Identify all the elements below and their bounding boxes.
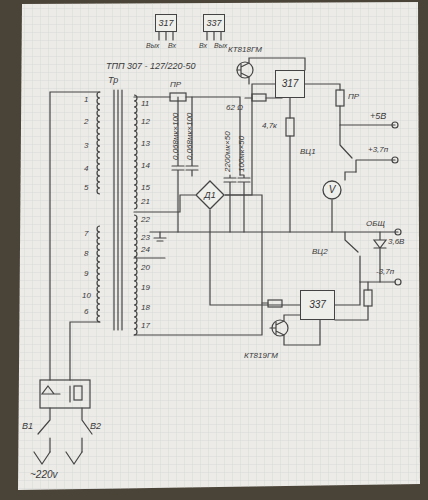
pin-number: 23 xyxy=(141,234,150,242)
part-label: ВЦ1 xyxy=(300,148,316,156)
pin-number: 8 xyxy=(84,250,88,258)
winding xyxy=(97,92,100,194)
part-label: ПР xyxy=(170,81,181,89)
part-label: Вых xyxy=(214,42,227,49)
part-label: ОБЩ xyxy=(366,220,385,228)
part-label: Вх xyxy=(199,42,207,49)
pin-number: 12 xyxy=(141,118,150,126)
pin-number: 14 xyxy=(141,162,150,170)
part-label: ТПП 307 - 127/220-50 xyxy=(106,62,196,71)
pin-number: 21 xyxy=(141,198,150,206)
winding xyxy=(97,226,100,322)
pin-number: 20 xyxy=(141,264,150,272)
regulator-box: 317 xyxy=(155,14,177,32)
winding xyxy=(134,215,137,335)
part-label: -3,7п xyxy=(376,268,394,276)
part-label: 62 Ω xyxy=(226,104,243,112)
wire-connector xyxy=(225,84,275,195)
paper-sheet xyxy=(18,2,420,490)
pin-number: 10 xyxy=(82,292,91,300)
part-label: 337 xyxy=(206,19,221,28)
pin-number: 9 xyxy=(84,270,88,278)
part-label: 0,068мк×100 xyxy=(186,113,194,160)
pin-number: 7 xyxy=(84,230,88,238)
diode-bridge: Д1 xyxy=(195,180,225,210)
part-label: 4,7к xyxy=(262,122,277,130)
part-label: Тр xyxy=(108,76,118,85)
winding xyxy=(134,95,137,209)
regulator-box: 337 xyxy=(300,290,335,320)
part-label: ПР xyxy=(348,93,359,101)
pin-number: 15 xyxy=(141,184,150,192)
part-label: Вх xyxy=(168,42,176,49)
part-label: +3,7п xyxy=(368,146,388,154)
part-label: КТ818ГМ xyxy=(228,46,262,54)
pin-number: 19 xyxy=(141,284,150,292)
pin-number: 2 xyxy=(84,118,88,126)
part-label: Вых xyxy=(146,42,159,49)
regulator-box: 337 xyxy=(203,14,225,32)
part-label: V xyxy=(329,185,336,195)
pin-number: 5 xyxy=(84,184,88,192)
part-label: +5В xyxy=(370,112,386,121)
pin-number: 11 xyxy=(141,100,149,108)
part-label: В2 xyxy=(90,422,101,431)
pin-number: 24 xyxy=(141,246,150,254)
part-label: ~220v xyxy=(30,470,58,480)
pin-number: 22 xyxy=(141,216,150,224)
pin-number: 1 xyxy=(84,96,88,104)
pin-number: 17 xyxy=(141,322,150,330)
pin-number: 3 xyxy=(84,142,88,150)
pin-number: 6 xyxy=(84,308,88,316)
transformer-windings xyxy=(97,92,137,335)
part-label: ВЦ2 xyxy=(312,248,328,256)
pin-number: 4 xyxy=(84,165,88,173)
part-label: 0,068мк×100 xyxy=(172,113,180,160)
pin-number: 13 xyxy=(141,140,150,148)
wiring xyxy=(34,32,401,464)
part-label: 317 xyxy=(282,79,299,89)
part-label: КТ819ГМ xyxy=(244,352,278,360)
pin-number: 18 xyxy=(141,304,150,312)
part-label: 3,6В xyxy=(388,238,404,246)
graph-grid xyxy=(18,2,420,490)
part-label: 2200мк×50 xyxy=(224,131,232,172)
wire-connector xyxy=(210,210,300,305)
part-label: В1 xyxy=(22,422,33,431)
voltmeter-circle: V xyxy=(322,180,342,200)
part-label: 337 xyxy=(309,300,326,310)
regulator-box: 317 xyxy=(275,70,305,98)
part-label: 317 xyxy=(158,19,173,28)
part-label: 100мк×50 xyxy=(238,136,246,172)
part-label: Д1 xyxy=(204,191,215,200)
